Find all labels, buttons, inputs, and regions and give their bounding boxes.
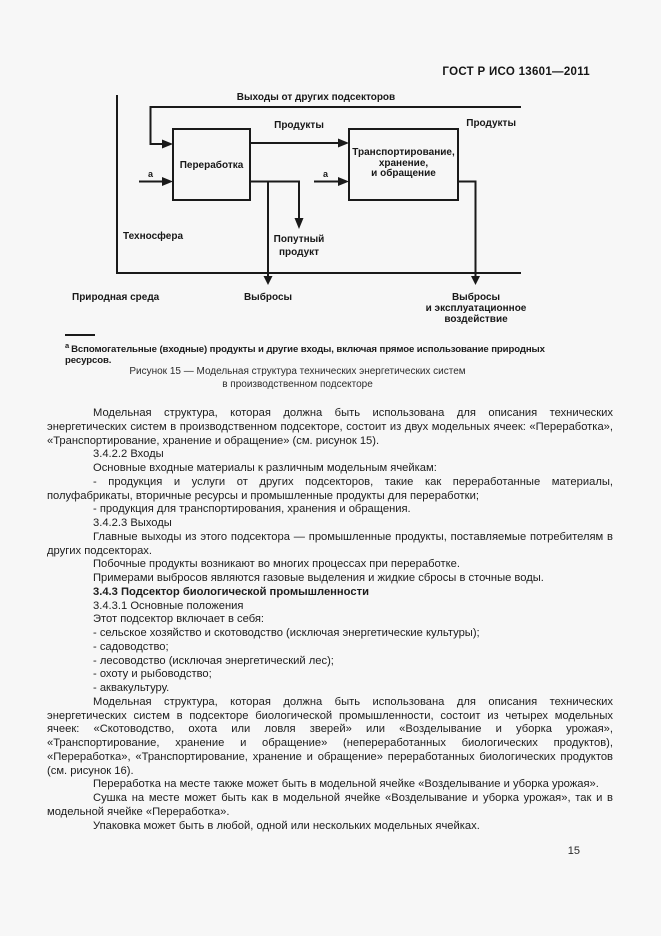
paragraph: Переработка на месте также может быть в … bbox=[93, 778, 599, 791]
footnote-marker: а bbox=[65, 341, 70, 350]
label-outputs-from-other-subsectors: Выходы от других подсекторов bbox=[236, 92, 396, 103]
subclause-heading: 3.4.2.3 Выходы bbox=[93, 517, 172, 529]
paragraph: Главные выходы из этого подсектора — про… bbox=[47, 530, 613, 557]
figure-caption: Рисунок 15 — Модельная структура техниче… bbox=[65, 365, 530, 391]
list-item: - сельское хозяйство и скотоводство (иск… bbox=[93, 627, 480, 639]
figure-diagram bbox=[116, 95, 521, 285]
list-item: - охоту и рыбоводство; bbox=[93, 668, 212, 681]
arrowhead bbox=[162, 177, 173, 186]
footnote-separator bbox=[65, 334, 95, 336]
processing-box-outline bbox=[172, 128, 251, 201]
clause-heading: 3.4.3 Подсектор биологической промышленн… bbox=[93, 585, 369, 598]
paragraph: Сушка на месте может быть как в модельно… bbox=[47, 792, 613, 818]
transport-box-label: Транспортирование, хранение, и обращение bbox=[352, 147, 455, 179]
arrowhead bbox=[263, 276, 273, 285]
list-item: - продукция для транспортирования, хране… bbox=[93, 503, 411, 516]
figure-caption-line2: в производственном подсекторе bbox=[222, 379, 373, 390]
arrowhead bbox=[471, 276, 480, 285]
figure-caption-line1: Рисунок 15 — Модельная структура техниче… bbox=[129, 366, 466, 377]
processing-box-label: Переработка bbox=[179, 160, 244, 171]
label-natural-environment: Природная среда bbox=[72, 292, 160, 303]
paragraph: Основные входные материалы к различным м… bbox=[93, 462, 437, 474]
label-products-output: Продукты bbox=[466, 118, 516, 129]
body-text: Модельная структура, которая должна быть… bbox=[47, 407, 613, 833]
footnote-text: Вспомогательные (входные) продукты и дру… bbox=[65, 344, 545, 366]
paragraph: Модельная структура, которая должна быть… bbox=[47, 407, 613, 447]
subclause-heading: 3.4.3.1 Основные положения bbox=[93, 599, 244, 612]
standard-number-header: ГОСТ Р ИСО 13601—2011 bbox=[442, 66, 590, 78]
list-item: - аквакультуру. bbox=[93, 682, 170, 694]
list-item: - продукция и услуги от других подсектор… bbox=[47, 475, 613, 502]
arrowhead bbox=[338, 138, 349, 148]
label-emissions-operational: Выбросы и эксплуатационное воздействие bbox=[425, 292, 527, 325]
subclause-heading: 3.4.2.2 Входы bbox=[93, 448, 164, 461]
emissions-operational-line bbox=[458, 180, 477, 276]
footnote-ref-marker: а bbox=[323, 169, 329, 179]
arrowhead bbox=[338, 177, 349, 186]
footnote-ref-marker: а bbox=[148, 169, 154, 179]
list-item: - лесоводство (исключая энергетический л… bbox=[93, 654, 334, 667]
byproduct-line bbox=[251, 180, 300, 218]
technosphere-boundary bbox=[116, 95, 521, 274]
label-byproduct: Попутный продукт bbox=[273, 234, 325, 258]
transport-box-outline bbox=[348, 128, 459, 201]
label-technosphere: Техносфера bbox=[123, 231, 184, 242]
page-number: 15 bbox=[567, 845, 580, 857]
paragraph: Упаковка может быть в любой, одной или н… bbox=[93, 819, 480, 832]
paragraph: Примерами выбросов являются газовые выде… bbox=[93, 572, 544, 584]
top-flow-line bbox=[149, 106, 521, 145]
arrowhead bbox=[294, 218, 304, 229]
paragraph: Этот подсектор включает в себя: bbox=[93, 613, 265, 626]
label-products-mid: Продукты bbox=[274, 120, 324, 131]
list-item: - садоводство; bbox=[93, 640, 169, 653]
arrowhead bbox=[162, 139, 173, 149]
paragraph: Побочные продукты возникают во многих пр… bbox=[93, 558, 460, 571]
paragraph: Модельная структура, которая должна быть… bbox=[47, 695, 613, 777]
label-emissions: Выбросы bbox=[243, 292, 293, 303]
